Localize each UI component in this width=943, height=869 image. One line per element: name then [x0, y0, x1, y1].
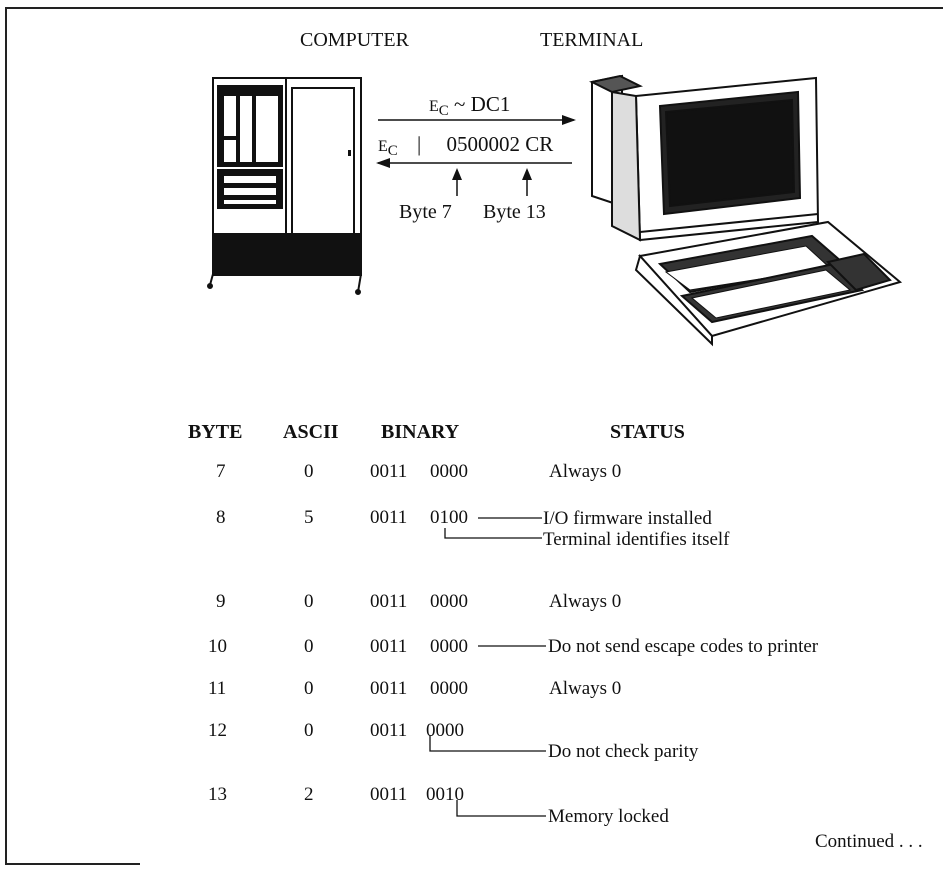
binary-high-nibble: 0011 [370, 636, 408, 657]
column-header-ascii: ASCII [283, 421, 339, 443]
ascii-cell: 0 [304, 636, 314, 657]
ascii-cell: 5 [304, 507, 314, 528]
binary-high-nibble: 0011 [370, 461, 408, 482]
binary-low-nibble: 0000 [430, 636, 468, 657]
binary-low-nibble: 0000 [430, 461, 468, 482]
reply-message: EC | 0500002 CR [378, 132, 554, 160]
binary-high-nibble: 0011 [370, 678, 408, 699]
frame-bottom-rule [5, 863, 140, 865]
byte-cell: 10 [208, 636, 227, 657]
request-arrow [378, 115, 576, 125]
status-text: Terminal identifies itself [543, 529, 730, 550]
status-text: I/O firmware installed [543, 508, 712, 529]
byte-pointer-arrows [452, 168, 532, 196]
ascii-cell: 2 [304, 784, 314, 805]
status-leader-lines [429, 517, 546, 817]
byte13-label: Byte 13 [483, 201, 546, 223]
byte-cell: 7 [216, 461, 226, 482]
binary-high-nibble: 0011 [370, 591, 408, 612]
frame-top-rule [5, 7, 943, 9]
binary-high-nibble: 0011 [370, 784, 408, 805]
binary-low-nibble: 0000 [430, 591, 468, 612]
computer-cabinet-illustration [207, 77, 362, 295]
byte-cell: 9 [216, 591, 226, 612]
status-text: Do not check parity [548, 741, 699, 762]
frame-left-rule [5, 7, 7, 863]
ascii-cell: 0 [304, 720, 314, 741]
byte-cell: 11 [208, 678, 227, 699]
binary-low-nibble: 0010 [426, 784, 464, 805]
ascii-cell: 0 [304, 591, 314, 612]
status-text: Memory locked [548, 806, 669, 827]
binary-high-nibble: 0011 [370, 507, 408, 528]
computer-label: COMPUTER [300, 29, 409, 51]
request-message: EC ~ DC1 [429, 92, 511, 120]
terminal-illustration [589, 74, 903, 347]
byte-cell: 12 [208, 720, 227, 741]
binary-high-nibble: 0011 [370, 720, 408, 741]
status-text: Always 0 [549, 678, 622, 699]
binary-low-nibble: 0100 [430, 507, 468, 528]
byte-cell: 13 [208, 784, 227, 805]
column-header-binary: BINARY [381, 421, 460, 443]
continued-note: Continued . . . [815, 831, 923, 852]
status-text: Do not send escape codes to printer [548, 636, 819, 657]
reply-arrow [376, 158, 572, 168]
column-header-status: STATUS [610, 421, 685, 443]
ascii-cell: 0 [304, 678, 314, 699]
byte7-label: Byte 7 [399, 201, 452, 223]
binary-low-nibble: 0000 [426, 720, 464, 741]
column-header-byte: BYTE [188, 421, 243, 443]
ascii-cell: 0 [304, 461, 314, 482]
terminal-label: TERMINAL [540, 29, 644, 51]
status-text: Always 0 [549, 591, 622, 612]
byte-cell: 8 [216, 507, 226, 528]
status-text: Always 0 [549, 461, 622, 482]
binary-low-nibble: 0000 [430, 678, 468, 699]
